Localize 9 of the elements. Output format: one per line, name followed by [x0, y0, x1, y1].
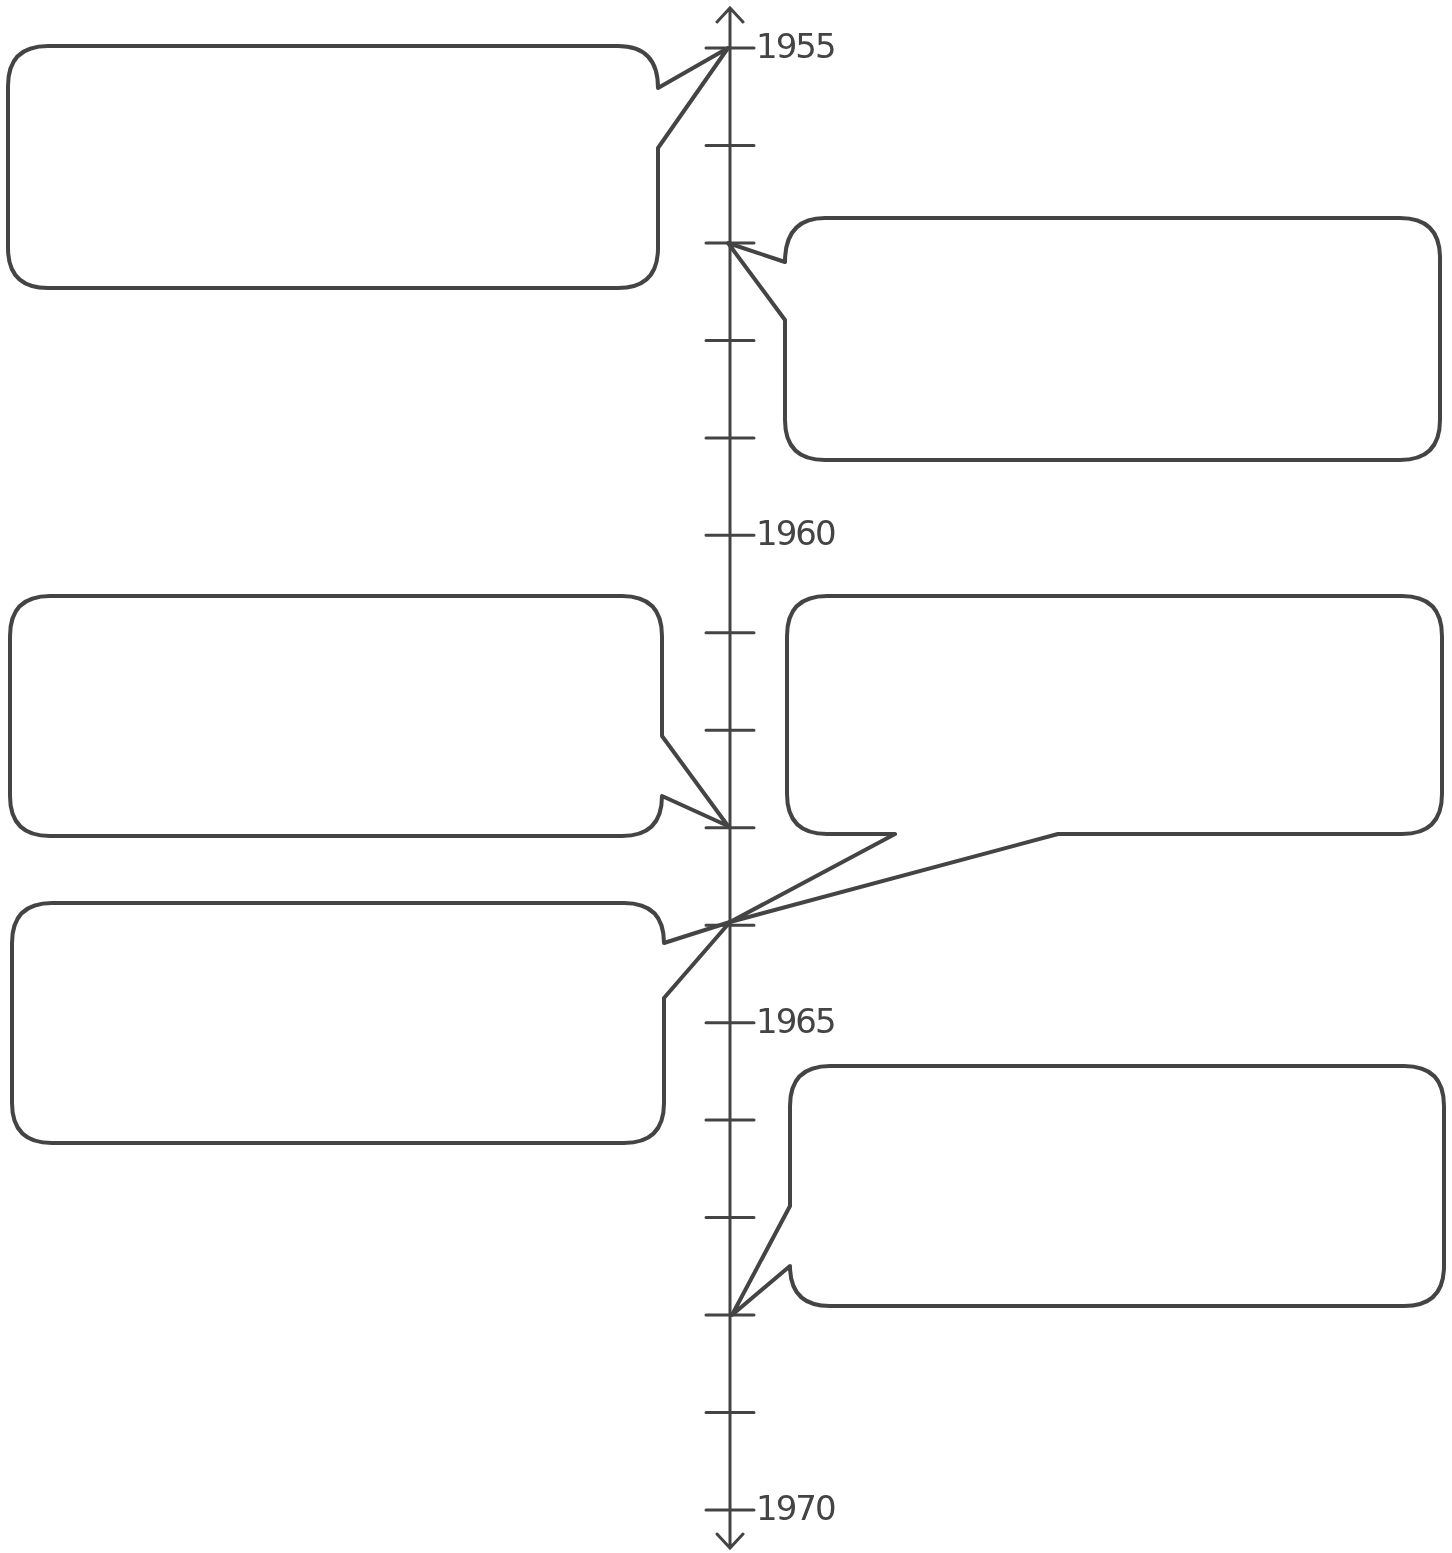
- year-label: 1965: [756, 1003, 835, 1038]
- speech-bubble: [724, 214, 1444, 464]
- year-label: 1960: [756, 516, 835, 551]
- year-label: 1955: [756, 29, 835, 63]
- speech-bubble: [728, 1062, 1448, 1319]
- speech-bubble: [8, 899, 734, 1147]
- speech-bubble: [4, 42, 732, 292]
- year-label: 1970: [756, 1491, 835, 1525]
- speech-bubble: [6, 592, 732, 840]
